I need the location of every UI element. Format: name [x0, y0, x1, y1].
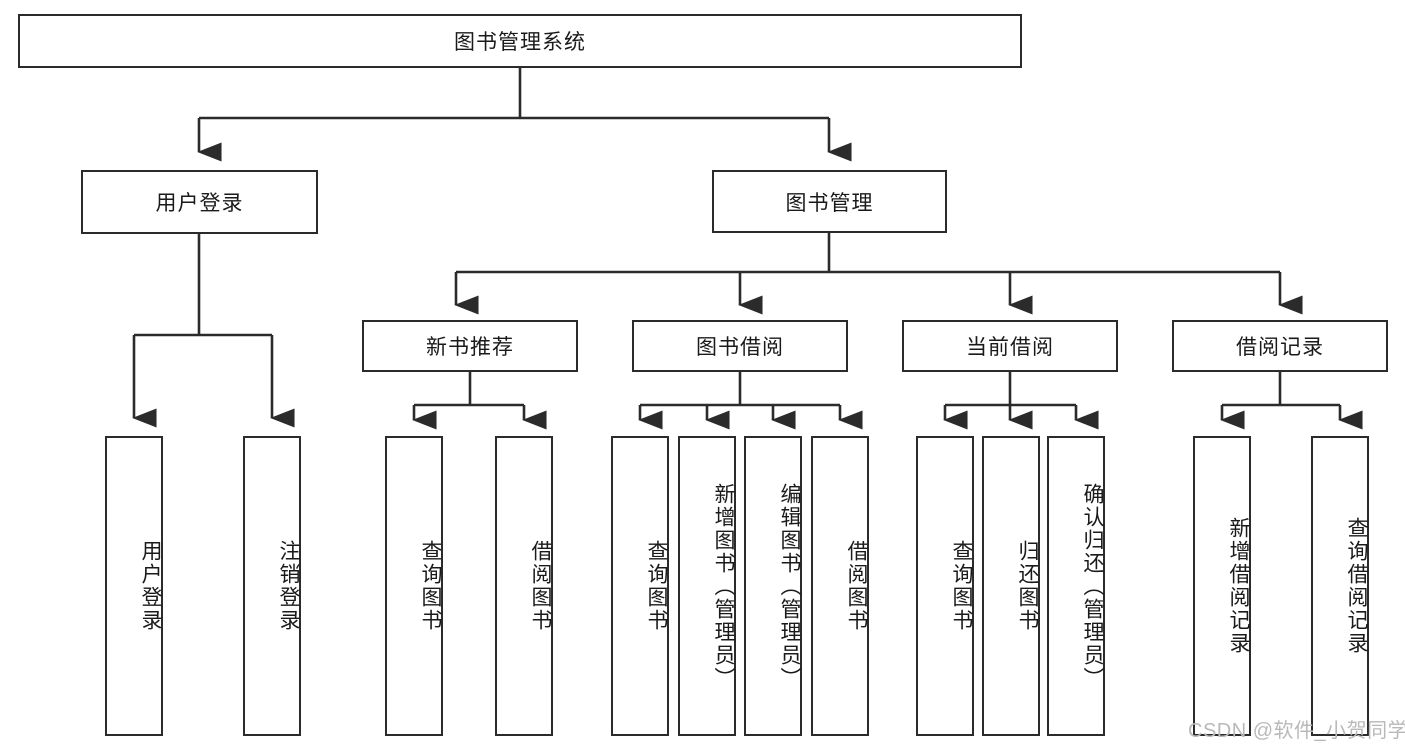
- leaf-query-book-2-label: 查询图书: [645, 540, 668, 632]
- leaf-return-book[interactable]: 归还图书: [982, 436, 1040, 736]
- node-new-book-recommend[interactable]: 新书推荐: [362, 320, 578, 372]
- leaf-edit-book[interactable]: 编辑图书（管理员）: [744, 436, 802, 736]
- leaf-add-borrow-record-label: 新增借阅记录: [1227, 517, 1250, 655]
- node-current-borrow[interactable]: 当前借阅: [902, 320, 1118, 372]
- csdn-watermark: CSDN @软件_小贺同学: [1188, 720, 1405, 742]
- leaf-borrow-book-2-label: 借阅图书: [845, 540, 868, 632]
- leaf-query-borrow-record-label: 查询借阅记录: [1345, 517, 1368, 655]
- node-book-management-label: 图书管理: [785, 191, 874, 215]
- node-root-label: 图书管理系统: [454, 31, 586, 54]
- node-book-management[interactable]: 图书管理: [712, 170, 947, 233]
- node-borrow-record-label: 借阅记录: [1236, 336, 1324, 359]
- leaf-return-book-label: 归还图书: [1016, 540, 1039, 632]
- leaf-logout-login[interactable]: 注销登录: [243, 436, 301, 736]
- node-new-book-recommend-label: 新书推荐: [426, 336, 514, 359]
- leaf-add-borrow-record[interactable]: 新增借阅记录: [1193, 436, 1251, 736]
- leaf-user-login-label: 用户登录: [139, 540, 162, 632]
- leaf-confirm-return[interactable]: 确认归还（管理员）: [1047, 436, 1105, 736]
- leaf-query-book-1[interactable]: 查询图书: [385, 436, 443, 736]
- leaf-edit-book-label: 编辑图书（管理员）: [778, 482, 801, 690]
- leaf-query-book-3[interactable]: 查询图书: [916, 436, 974, 736]
- node-book-borrow-label: 图书借阅: [696, 336, 784, 359]
- node-book-borrow[interactable]: 图书借阅: [632, 320, 848, 372]
- leaf-user-login[interactable]: 用户登录: [105, 436, 163, 736]
- leaf-add-book-label: 新增图书（管理员）: [712, 482, 735, 690]
- node-borrow-record[interactable]: 借阅记录: [1172, 320, 1388, 372]
- node-user-login-label: 用户登录: [155, 192, 244, 215]
- node-user-login[interactable]: 用户登录: [81, 170, 318, 234]
- node-current-borrow-label: 当前借阅: [966, 336, 1054, 359]
- leaf-add-book[interactable]: 新增图书（管理员）: [678, 436, 736, 736]
- leaf-logout-login-label: 注销登录: [277, 540, 300, 632]
- leaf-query-book-2[interactable]: 查询图书: [611, 436, 669, 736]
- leaf-confirm-return-label: 确认归还（管理员）: [1081, 482, 1104, 690]
- leaf-borrow-book-1-label: 借阅图书: [529, 540, 552, 632]
- leaf-query-book-3-label: 查询图书: [950, 540, 973, 632]
- leaf-borrow-book-2[interactable]: 借阅图书: [811, 436, 869, 736]
- node-root[interactable]: 图书管理系统: [18, 14, 1022, 68]
- leaf-query-book-1-label: 查询图书: [419, 540, 442, 632]
- leaf-borrow-book-1[interactable]: 借阅图书: [495, 436, 553, 736]
- leaf-query-borrow-record[interactable]: 查询借阅记录: [1311, 436, 1369, 736]
